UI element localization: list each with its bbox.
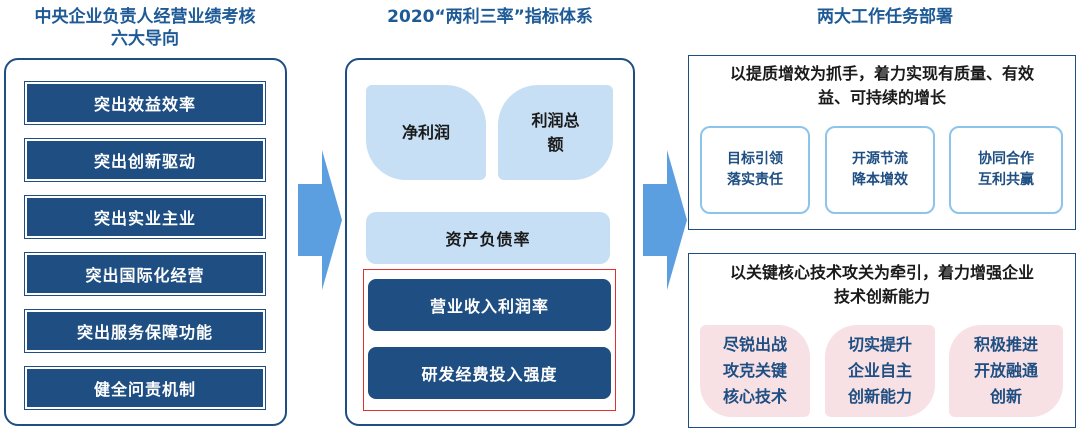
task-target-lead-l2: 落实责任 <box>727 172 783 188</box>
task-quality-title-line2: 益、可持续的增长 <box>817 88 946 107</box>
task-open-innovation-l1: 积极推进 <box>973 335 1038 354</box>
guide-item-5: 突出服务保障功能 <box>24 309 266 353</box>
guide-item-4: 突出国际化经营 <box>24 252 266 296</box>
highlight-frame <box>363 269 616 411</box>
task-quality-title-line1: 以提质增效为抓手，着力实现有质量、有效 <box>729 64 1034 83</box>
task-cost-reduction-l1: 开源节流 <box>852 151 908 167</box>
arrow-right-icon-2 <box>643 150 687 290</box>
task-self-innovation-l3: 创新能力 <box>847 387 912 406</box>
total-profit-leaf: 利润总 额 <box>498 85 613 180</box>
task-cooperation: 协同合作 互利共赢 <box>949 126 1063 214</box>
rd-intensity: 研发经费投入强度 <box>368 347 611 399</box>
task-cost-reduction-l2: 降本增效 <box>852 172 908 188</box>
task-core-tech-l1: 尽锐出战 <box>722 335 787 354</box>
guide-item-2: 突出创新驱动 <box>24 138 266 182</box>
left-heading-line2: 六大导向 <box>111 29 179 49</box>
task-self-innovation-l2: 企业自主 <box>847 361 912 380</box>
task-open-innovation-l2: 开放融通 <box>973 361 1038 380</box>
task-innovation-title-line1: 以关键核心技术攻关为牵引，着力增强企业 <box>729 263 1034 282</box>
task-target-lead-l1: 目标引领 <box>727 151 783 167</box>
net-profit-leaf: 净利润 <box>366 85 486 180</box>
left-heading-line1: 中央企业负责人经营业绩考核 <box>34 7 256 27</box>
revenue-profit-ratio: 营业收入利润率 <box>368 279 611 331</box>
guide-item-1: 突出效益效率 <box>24 81 266 125</box>
task-core-tech-l2: 攻克关键 <box>722 361 787 380</box>
task-core-tech: 尽锐出战 攻克关键 核心技术 <box>700 325 810 417</box>
task-quality-title: 以提质增效为抓手，着力实现有质量、有效 益、可持续的增长 <box>690 62 1074 110</box>
task-target-lead: 目标引领 落实责任 <box>700 126 810 214</box>
task-core-tech-l3: 核心技术 <box>722 387 787 406</box>
task-innovation-title: 以关键核心技术攻关为牵引，着力增强企业 技术创新能力 <box>690 261 1074 309</box>
task-cooperation-l1: 协同合作 <box>978 151 1034 167</box>
task-open-innovation-l3: 创新 <box>989 387 1022 406</box>
total-profit-label-2: 额 <box>547 134 564 154</box>
right-heading: 两大工作任务部署 <box>817 7 953 27</box>
arrow-right-icon <box>298 150 342 290</box>
task-cooperation-l2: 互利共赢 <box>978 172 1034 188</box>
middle-heading: 2020“两利三率”指标体系 <box>387 7 593 27</box>
total-profit-label-1: 利润总 <box>531 110 580 130</box>
task-open-innovation: 积极推进 开放融通 创新 <box>949 325 1063 417</box>
task-cost-reduction: 开源节流 降本增效 <box>825 126 935 214</box>
task-self-innovation: 切实提升 企业自主 创新能力 <box>825 325 935 417</box>
debt-ratio-pill: 资产负债率 <box>366 212 610 264</box>
net-profit-label: 净利润 <box>401 122 450 142</box>
guide-item-3: 突出实业主业 <box>24 195 266 239</box>
left-heading: 中央企业负责人经营业绩考核 六大导向 <box>0 6 290 50</box>
guide-item-6: 健全问责机制 <box>24 366 266 410</box>
task-innovation-title-line2: 技术创新能力 <box>833 287 930 306</box>
task-self-innovation-l1: 切实提升 <box>847 335 912 354</box>
